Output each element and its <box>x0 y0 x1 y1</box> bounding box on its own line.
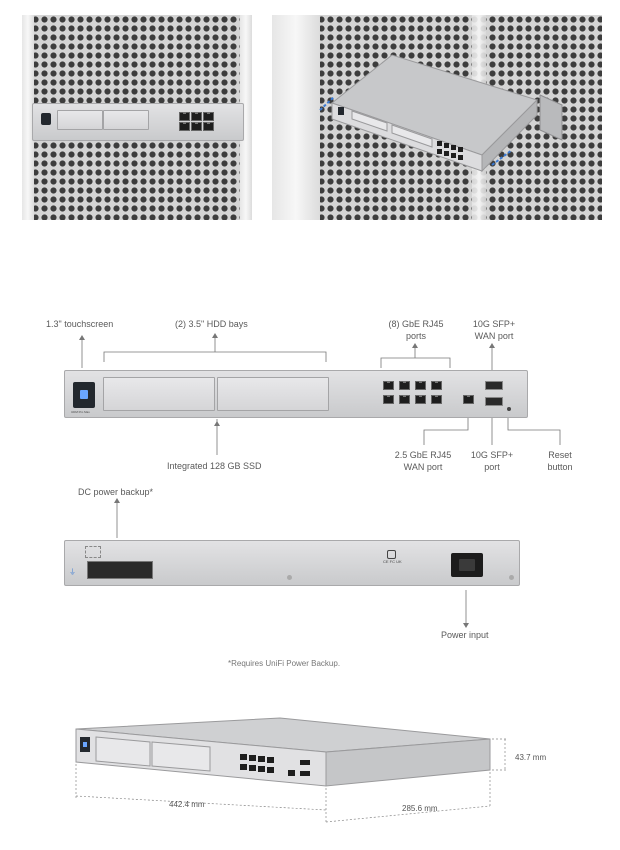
gbe-port-5[interactable] <box>383 395 394 404</box>
front-panel: UDM Pro Max <box>64 370 528 418</box>
rack-mounted-photo <box>22 15 252 220</box>
unifi-logo-icon <box>387 550 396 559</box>
depth-dimension: 285.6 mm <box>402 804 438 813</box>
sfp-wan-port[interactable] <box>485 381 503 390</box>
gbe-port-4[interactable] <box>431 381 442 390</box>
ssd-label: Integrated 128 GB SSD <box>167 461 262 471</box>
reset-button[interactable] <box>507 407 511 411</box>
rj45-port <box>203 112 214 121</box>
power-input-label: Power input <box>441 630 489 640</box>
reset-label: Reset button <box>538 449 582 473</box>
unifi-logo-icon <box>80 390 88 399</box>
reset-label-line1: Reset <box>548 450 572 460</box>
gbe-ports-label-line2: ports <box>405 331 426 341</box>
sfp-wan-label-line2: WAN port <box>474 331 514 341</box>
rj45-port <box>179 122 190 131</box>
rack-install-photo <box>272 15 602 220</box>
rj45-port <box>203 122 214 131</box>
rj45-port <box>179 112 190 121</box>
gbe-ports-label-line1: (8) GbE RJ45 <box>388 319 444 329</box>
gbe-port-7[interactable] <box>415 395 426 404</box>
drive-bay <box>57 110 103 130</box>
sfp-wan-label: 10G SFP+ WAN port <box>466 318 522 342</box>
sfp-port-label: 10G SFP+ port <box>466 449 518 473</box>
rack-rail-right <box>240 15 252 220</box>
width-dimension: 442.4 mm <box>169 800 205 809</box>
rj45-port <box>191 122 202 131</box>
rj45-wan-label-line2: WAN port <box>403 462 443 472</box>
rj45-port <box>191 112 202 121</box>
power-input-socket[interactable] <box>451 553 483 577</box>
dc-power-label: DC power backup* <box>78 487 154 497</box>
sfp-port[interactable] <box>485 397 503 406</box>
sliding-device-illustration <box>319 54 563 173</box>
touchscreen-label: 1.3" touchscreen <box>46 319 114 329</box>
rj45-wan-label: 2.5 GbE RJ45 WAN port <box>388 449 458 473</box>
gbe-port-2[interactable] <box>399 381 410 390</box>
iec-socket-icon <box>459 559 475 571</box>
rj45-wan-port[interactable] <box>463 395 474 404</box>
hdd-bays-label: (2) 3.5" HDD bays <box>175 319 248 329</box>
device-screen <box>41 113 51 125</box>
rear-panel: ⏚ CE FC UK <box>64 540 520 586</box>
front-brand-text: UDM Pro Max <box>71 410 90 414</box>
qr-label-icon <box>85 546 101 558</box>
gbe-port-3[interactable] <box>415 381 426 390</box>
gbe-port-6[interactable] <box>399 395 410 404</box>
dc-power-connector[interactable] <box>87 561 153 579</box>
screw-icon <box>509 575 514 580</box>
hdd-bay-2[interactable] <box>217 377 329 411</box>
sfp-port-label-line1: 10G SFP+ <box>470 450 514 460</box>
screw-icon <box>287 575 292 580</box>
height-dimension: 43.7 mm <box>515 753 547 762</box>
sfp-wan-label-line1: 10G SFP+ <box>472 319 516 329</box>
rack-device-front <box>32 103 244 141</box>
rear-regulatory-marks: CE FC UK <box>383 559 402 564</box>
gbe-port-1[interactable] <box>383 381 394 390</box>
gbe-ports-label: (8) GbE RJ45 ports <box>384 318 448 342</box>
ground-icon: ⏚ <box>69 569 76 576</box>
gbe-port-8[interactable] <box>431 395 442 404</box>
drive-bay <box>103 110 149 130</box>
sfp-port-label-line2: port <box>484 462 500 472</box>
reset-label-line2: button <box>547 462 573 472</box>
touchscreen[interactable] <box>73 382 95 408</box>
rj45-wan-label-line1: 2.5 GbE RJ45 <box>394 450 452 460</box>
rack-rail-left <box>22 15 34 220</box>
footnote: *Requires UniFi Power Backup. <box>228 659 341 668</box>
hdd-bay-1[interactable] <box>103 377 215 411</box>
rack-rail-left <box>272 15 320 220</box>
